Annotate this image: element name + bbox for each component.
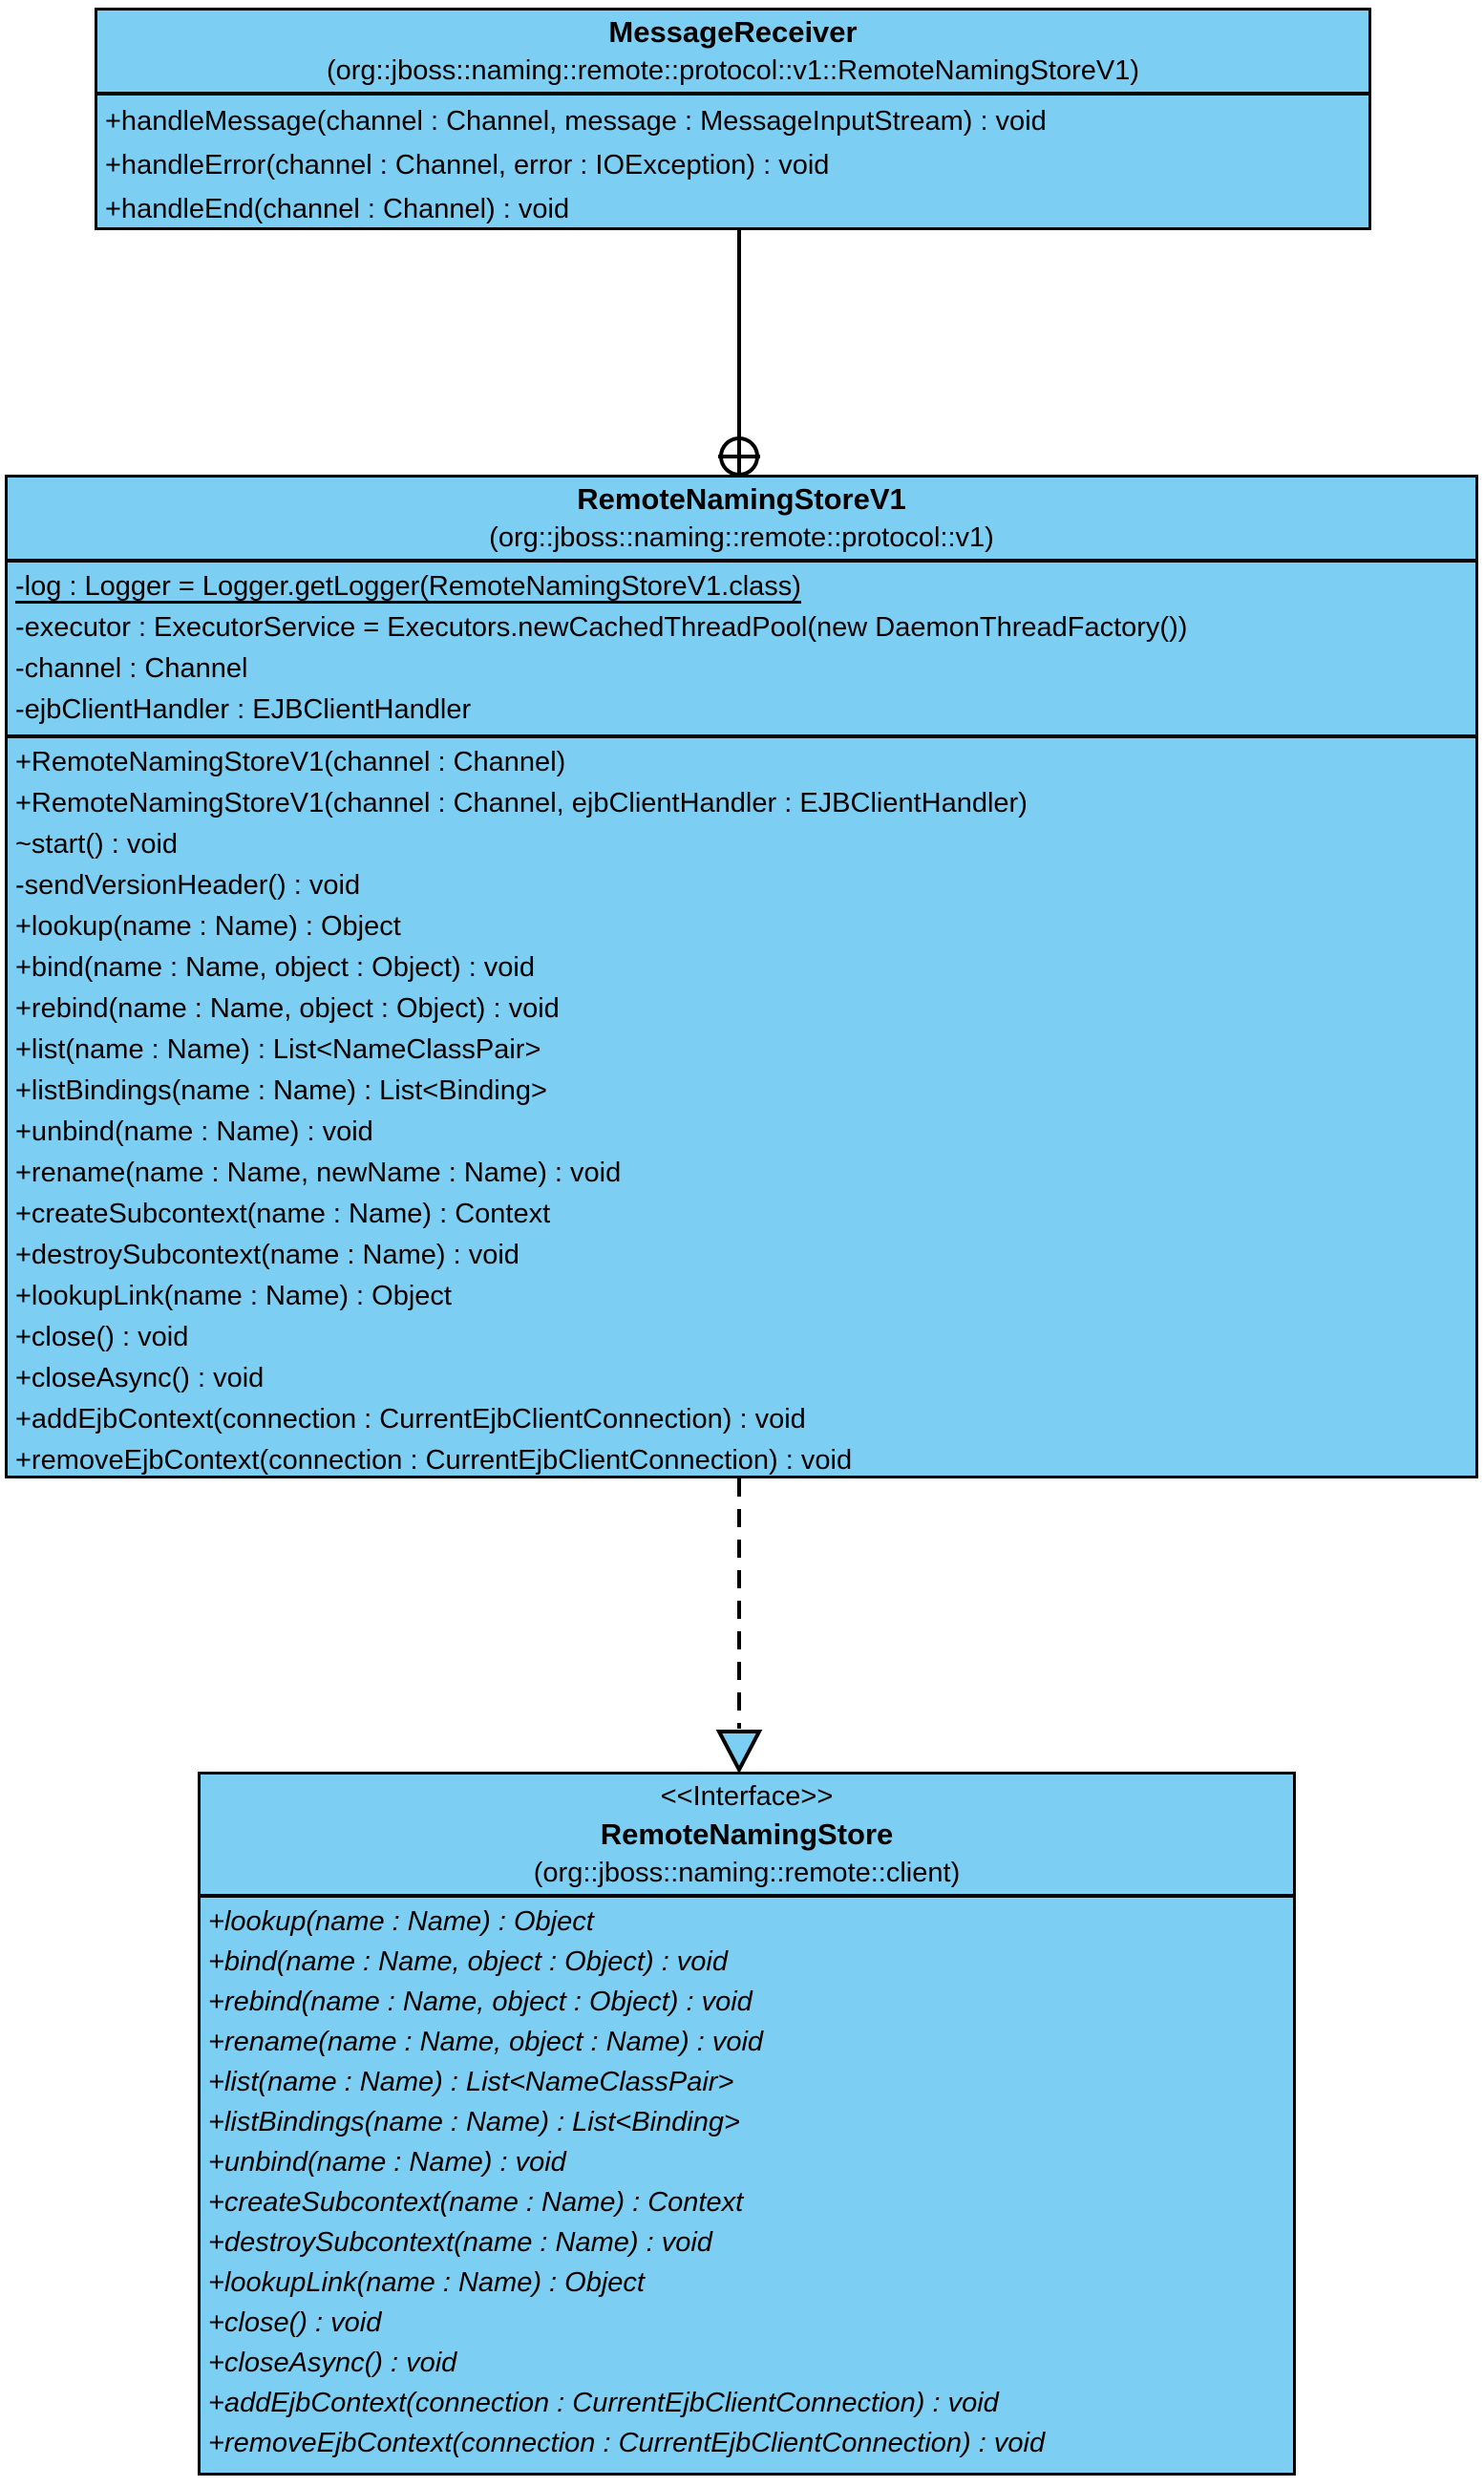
attribute-row: -ejbClientHandler : EJBClientHandler (15, 694, 472, 725)
method-row: +handleError(channel : Channel, error : … (105, 150, 830, 181)
methods-compartment: +lookup(name : Name) : Object +bind(name … (201, 1898, 1293, 2473)
class-stereotype: <<Interface>> (660, 1781, 834, 1812)
method-row: +addEjbContext(connection : CurrentEjbCl… (208, 2388, 999, 2418)
method-row: +createSubcontext(name : Name) : Context (208, 2187, 744, 2218)
class-box-messagereceiver[interactable]: MessageReceiver (org::jboss::naming::rem… (95, 8, 1371, 230)
method-row: +addEjbContext(connection : CurrentEjbCl… (15, 1404, 806, 1435)
class-box-remotenamingstorev1[interactable]: RemoteNamingStoreV1 (org::jboss::naming:… (5, 475, 1478, 1478)
class-box-remotenamingstore[interactable]: <<Interface>> RemoteNamingStore (org::jb… (198, 1772, 1296, 2476)
attributes-compartment: -log : Logger = Logger.getLogger(RemoteN… (8, 563, 1475, 738)
method-row: +RemoteNamingStoreV1(channel : Channel) (15, 747, 566, 777)
method-row: +unbind(name : Name) : void (208, 2147, 566, 2178)
method-row: +lookup(name : Name) : Object (208, 1906, 594, 1937)
method-row: +listBindings(name : Name) : List<Bindin… (15, 1075, 547, 1106)
hollow-triangle-arrowhead-icon (715, 1730, 763, 1775)
method-row: +RemoteNamingStoreV1(channel : Channel, … (15, 788, 1028, 818)
method-row: +removeEjbContext(connection : CurrentEj… (208, 2428, 1046, 2458)
method-row: +lookupLink(name : Name) : Object (15, 1281, 452, 1311)
method-row: +handleMessage(channel : Channel, messag… (105, 106, 1047, 137)
method-row: +bind(name : Name, object : Object) : vo… (208, 1946, 729, 1977)
method-row: -sendVersionHeader() : void (15, 870, 361, 901)
class-header: <<Interface>> RemoteNamingStore (org::jb… (201, 1775, 1293, 1898)
class-name: RemoteNamingStoreV1 (577, 482, 906, 516)
class-name: MessageReceiver (608, 15, 858, 49)
method-row: +destroySubcontext(name : Name) : void (208, 2227, 712, 2258)
method-row: +rebind(name : Name, object : Object) : … (208, 1987, 753, 2017)
method-row: +list(name : Name) : List<NameClassPair> (208, 2067, 734, 2097)
class-package: (org::jboss::naming::remote::protocol::v… (489, 522, 994, 553)
method-row: +list(name : Name) : List<NameClassPair> (15, 1034, 541, 1065)
method-row: +rename(name : Name, newName : Name) : v… (15, 1158, 622, 1188)
method-row: +close() : void (208, 2307, 382, 2338)
attribute-row: -channel : Channel (15, 653, 248, 684)
method-row: +close() : void (15, 1322, 189, 1352)
class-package: (org::jboss::naming::remote::protocol::v… (326, 55, 1140, 86)
method-row: +rebind(name : Name, object : Object) : … (15, 993, 560, 1024)
method-row: +listBindings(name : Name) : List<Bindin… (208, 2107, 740, 2137)
realization-connector[interactable] (715, 1478, 763, 1775)
method-row: +rename(name : Name, object : Name) : vo… (208, 2027, 764, 2057)
class-header: RemoteNamingStoreV1 (org::jboss::naming:… (8, 478, 1475, 563)
method-row: +handleEnd(channel : Channel) : void (105, 194, 570, 224)
methods-compartment: +RemoteNamingStoreV1(channel : Channel) +… (8, 738, 1475, 1476)
method-row: +lookup(name : Name) : Object (15, 911, 401, 942)
method-row: +unbind(name : Name) : void (15, 1116, 373, 1147)
attribute-row: -log : Logger = Logger.getLogger(RemoteN… (15, 571, 801, 602)
class-header: MessageReceiver (org::jboss::naming::rem… (97, 11, 1368, 96)
method-row: +removeEjbContext(connection : CurrentEj… (15, 1445, 853, 1476)
attribute-row: -executor : ExecutorService = Executors.… (15, 612, 1188, 643)
methods-compartment: +handleMessage(channel : Channel, messag… (97, 96, 1368, 227)
class-package: (org::jboss::naming::remote::client) (533, 1858, 961, 1888)
class-name: RemoteNamingStore (600, 1817, 894, 1851)
nesting-connector[interactable] (718, 230, 760, 477)
method-row: +bind(name : Name, object : Object) : vo… (15, 952, 536, 983)
method-row: +destroySubcontext(name : Name) : void (15, 1240, 519, 1270)
method-row: +createSubcontext(name : Name) : Context (15, 1199, 551, 1229)
method-row: +closeAsync() : void (208, 2348, 457, 2378)
method-row: +lookupLink(name : Name) : Object (208, 2267, 645, 2298)
method-row: ~start() : void (15, 829, 179, 860)
method-row: +closeAsync() : void (15, 1363, 265, 1393)
